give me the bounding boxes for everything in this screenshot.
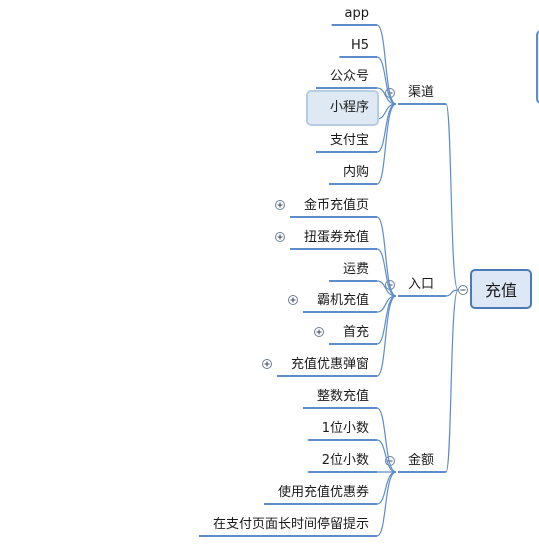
- connector-channel-1: [376, 56, 397, 105]
- connector-entry-1: [376, 248, 397, 297]
- node-label-amount-4[interactable]: 在支付页面长时间停留提示: [212, 517, 369, 532]
- node-label-entry-5[interactable]: 充值优惠弹窗: [290, 357, 369, 372]
- connector-amount-0: [376, 407, 397, 473]
- connector-root-entry: [445, 289, 459, 297]
- root-node[interactable]: 充值: [470, 269, 532, 309]
- offscreen-node-edge[interactable]: [536, 30, 539, 104]
- node-label-entry-2[interactable]: 运费: [342, 262, 369, 277]
- branch-label-channel[interactable]: 渠道: [408, 85, 435, 100]
- node-label-channel-5[interactable]: 内购: [342, 165, 369, 180]
- connector-root-channel: [445, 103, 459, 291]
- node-label-entry-3[interactable]: 霸机充值: [316, 293, 369, 308]
- node-label-amount-2[interactable]: 2位小数: [321, 453, 369, 468]
- node-label-amount-1[interactable]: 1位小数: [321, 421, 369, 436]
- connector-entry-5: [376, 295, 397, 377]
- node-label-entry-4[interactable]: 首充: [342, 325, 369, 340]
- branch-label-entry[interactable]: 入口: [408, 277, 435, 292]
- connector-entry-0: [376, 216, 397, 297]
- node-label-channel-3[interactable]: 小程序: [329, 100, 369, 115]
- node-label-channel-1[interactable]: H5: [350, 38, 369, 53]
- connector-amount-1: [376, 439, 397, 473]
- connector-amount-4: [376, 471, 397, 537]
- node-label-entry-1[interactable]: 扭蛋券充值: [303, 230, 369, 245]
- connector-channel-0: [376, 24, 397, 105]
- node-label-channel-0[interactable]: app: [344, 6, 369, 21]
- connector-root-amount: [445, 289, 459, 473]
- root-node-label: 充值: [484, 281, 517, 300]
- branch-label-amount[interactable]: 金额: [408, 453, 435, 468]
- node-label-entry-0[interactable]: 金币充值页: [303, 198, 369, 213]
- connector-entry-2: [376, 280, 397, 297]
- connector-channel-5: [376, 103, 397, 185]
- node-label-amount-0[interactable]: 整数充值: [316, 389, 369, 404]
- node-label-amount-3[interactable]: 使用充值优惠券: [277, 485, 369, 500]
- connector-channel-2: [376, 87, 397, 105]
- node-label-channel-2[interactable]: 公众号: [329, 69, 369, 84]
- selected-node-highlight: [306, 90, 379, 126]
- node-label-channel-4[interactable]: 支付宝: [329, 133, 369, 148]
